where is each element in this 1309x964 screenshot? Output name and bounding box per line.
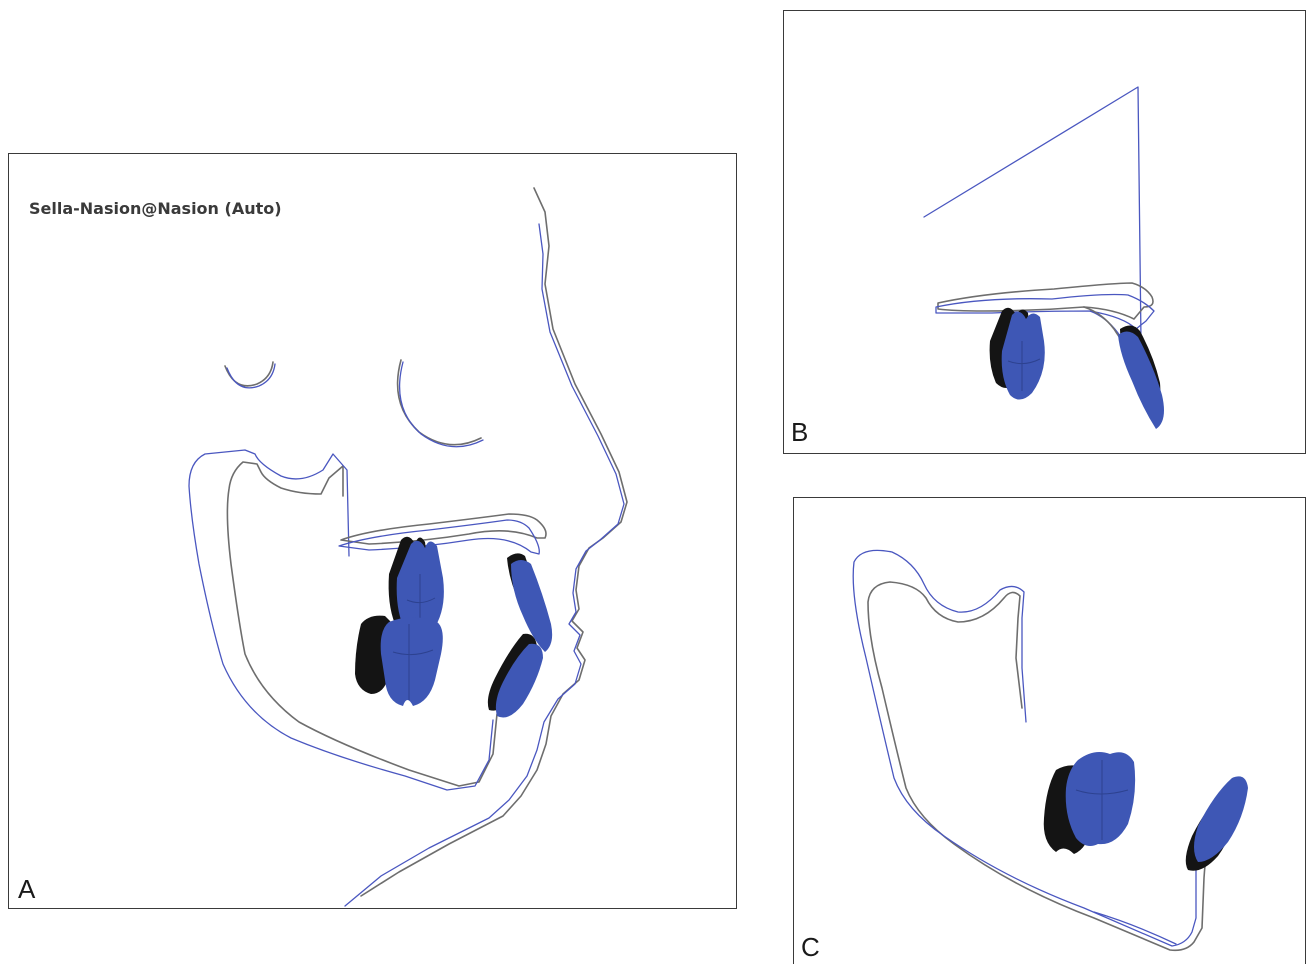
palate-pre	[341, 514, 546, 544]
mandible-pre	[868, 582, 1210, 950]
maxillary-tracing-b	[784, 11, 1306, 454]
incisor-post	[1194, 776, 1248, 862]
panel-a-letter: A	[18, 876, 35, 902]
lower-molar-post	[381, 617, 443, 706]
panel-b: B	[783, 10, 1306, 454]
panel-c: C	[793, 497, 1306, 964]
symphysis-post	[1094, 912, 1176, 944]
mandible-post	[189, 450, 493, 790]
mandibular-tracing-c	[794, 498, 1306, 964]
orbit-pre	[398, 360, 481, 445]
incisor-post	[1118, 331, 1164, 429]
cephalometric-tracing-a	[9, 154, 737, 909]
palate-post	[936, 295, 1154, 330]
panel-b-letter: B	[791, 419, 808, 445]
mandible-post	[853, 550, 1204, 946]
orbit-post	[400, 362, 483, 447]
soft-tissue-profile-post	[345, 224, 624, 906]
panel-c-letter: C	[801, 934, 820, 960]
palate-post	[339, 520, 539, 554]
molar-post	[1066, 752, 1135, 846]
panel-a: Sella-Nasion@Nasion (Auto) A	[8, 153, 737, 909]
